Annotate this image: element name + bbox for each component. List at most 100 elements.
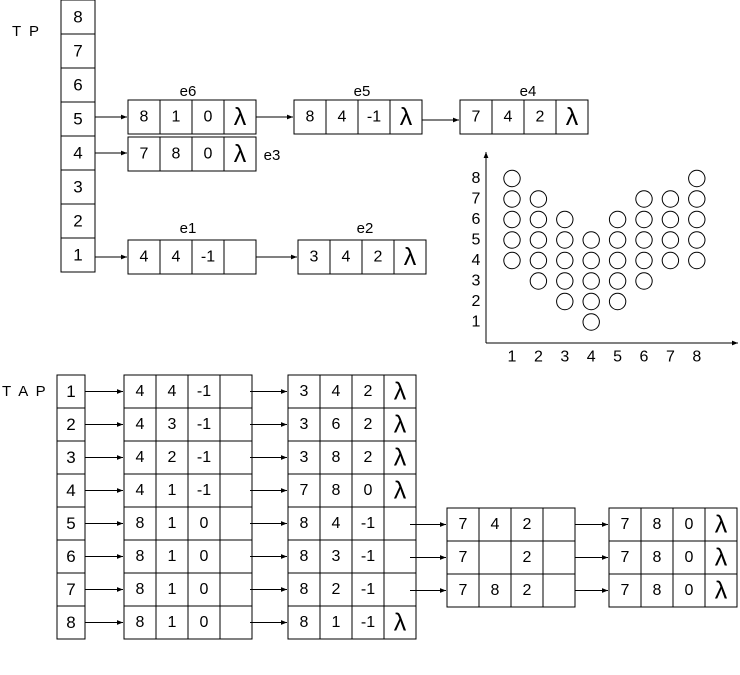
plot-point bbox=[529, 251, 548, 270]
plot-point bbox=[608, 210, 627, 229]
tap-col2-field: 3 bbox=[300, 416, 309, 433]
x-tick-label: 1 bbox=[508, 349, 517, 366]
tap-index-value: 1 bbox=[66, 382, 75, 401]
plot-point bbox=[529, 231, 548, 249]
tap-col2-field: -1 bbox=[361, 581, 375, 598]
tap-index-cell bbox=[56, 506, 86, 541]
record-e6-field: 1 bbox=[172, 109, 181, 126]
x-tick-label: 2 bbox=[534, 349, 543, 366]
tap-col2-field: λ bbox=[394, 378, 407, 406]
tap-index-value: 3 bbox=[66, 448, 75, 467]
tap-col1-field: 1 bbox=[168, 614, 177, 631]
plot-point bbox=[556, 231, 574, 249]
tap-col2-field: λ bbox=[394, 444, 407, 472]
tap-index-value: 4 bbox=[66, 481, 75, 500]
plot-point bbox=[608, 231, 627, 249]
tap-col2-field: -1 bbox=[361, 515, 375, 532]
tap-col1-field: 8 bbox=[136, 581, 145, 598]
tp-cell bbox=[60, 237, 96, 273]
plot-point bbox=[556, 210, 574, 229]
tp-cell-value: 3 bbox=[73, 178, 82, 197]
tap-col1-field: 2 bbox=[168, 449, 177, 466]
tap-col2-field: 3 bbox=[332, 548, 341, 565]
record-e6-field: 8 bbox=[140, 109, 149, 126]
record-name-e1: e1 bbox=[180, 220, 197, 237]
tap-col4-field: λ bbox=[715, 577, 728, 605]
plot-point bbox=[661, 231, 680, 249]
plot-point bbox=[582, 272, 600, 290]
tap-index-value: 2 bbox=[66, 415, 75, 434]
tap-col3-field: 2 bbox=[523, 516, 532, 533]
tap-col4-field: 8 bbox=[653, 516, 662, 533]
tap-col1-field: 8 bbox=[136, 614, 145, 631]
tap-col1-field: -1 bbox=[197, 449, 211, 466]
x-tick-label: 8 bbox=[692, 349, 701, 366]
tap-col2-field: 1 bbox=[332, 614, 341, 631]
plot-point bbox=[582, 313, 600, 331]
tap-col1-field: 0 bbox=[200, 581, 209, 598]
record-e2-field: λ bbox=[404, 243, 417, 271]
plot-point bbox=[635, 190, 653, 208]
tap-col1-field: 1 bbox=[168, 482, 177, 499]
tap-col1-field: 4 bbox=[136, 383, 145, 400]
tap-col2-field: -1 bbox=[361, 614, 375, 631]
plot-point bbox=[608, 292, 627, 311]
tap-col1-field: 1 bbox=[168, 515, 177, 532]
tap-col2-field: λ bbox=[394, 477, 407, 505]
tp-cell-value: 7 bbox=[73, 42, 82, 61]
tp-cell-value: 6 bbox=[73, 76, 82, 95]
tap-col4-field: 8 bbox=[653, 549, 662, 566]
tap-col1-field: -1 bbox=[197, 482, 211, 499]
tap-col4-field: λ bbox=[715, 544, 728, 572]
record-name-e2: e2 bbox=[357, 220, 374, 237]
tap-index-cell bbox=[56, 407, 86, 442]
tap-col4-field: λ bbox=[715, 511, 728, 539]
plot-point bbox=[661, 251, 680, 270]
record-e5-field: λ bbox=[400, 103, 413, 131]
tap-col1-field: 0 bbox=[200, 614, 209, 631]
tap-col2-field: 0 bbox=[364, 482, 373, 499]
tap-col2-field: 4 bbox=[332, 515, 341, 532]
record-name-e5: e5 bbox=[354, 83, 371, 100]
tp-cell-value: 8 bbox=[73, 8, 82, 27]
record-e4-field: 2 bbox=[536, 109, 545, 126]
tp-cell-value: 5 bbox=[73, 110, 82, 129]
tap-col1-field: 4 bbox=[136, 482, 145, 499]
tap-col2-field: 2 bbox=[332, 581, 341, 598]
tap-col3-field: 2 bbox=[523, 549, 532, 566]
tap-index-cell bbox=[56, 374, 86, 409]
record-e3-field: 8 bbox=[172, 146, 181, 163]
x-tick-label: 5 bbox=[613, 349, 622, 366]
record-e6-field: λ bbox=[234, 103, 247, 131]
plot-point bbox=[608, 272, 627, 290]
tap-col4-field: 7 bbox=[621, 582, 630, 599]
record-e5-field: -1 bbox=[367, 109, 381, 126]
record-e5-field: 4 bbox=[338, 109, 347, 126]
tap-col3-field: 4 bbox=[491, 516, 500, 533]
plot-point bbox=[688, 210, 706, 229]
tap-col4-field: 8 bbox=[653, 582, 662, 599]
tap-col2-field: 8 bbox=[300, 548, 309, 565]
tp-cell bbox=[60, 101, 96, 137]
tap-col1-field: 4 bbox=[168, 383, 177, 400]
tap-index-value: 6 bbox=[66, 547, 75, 566]
tap-col3-field: 7 bbox=[459, 549, 468, 566]
tap-col4-field: 7 bbox=[621, 549, 630, 566]
tap-label: T A P bbox=[2, 383, 48, 400]
record-e3-field: 0 bbox=[204, 146, 213, 163]
record-name-e4: e4 bbox=[520, 83, 537, 100]
tap-col3-field: 7 bbox=[459, 516, 468, 533]
tap-col2-field: 2 bbox=[364, 449, 373, 466]
tap-col3-field: 2 bbox=[523, 582, 532, 599]
record-e2-field: 2 bbox=[374, 249, 383, 266]
tp-cell-value: 1 bbox=[73, 246, 82, 265]
y-tick-label: 3 bbox=[472, 273, 481, 290]
tap-col2-field: 8 bbox=[300, 581, 309, 598]
